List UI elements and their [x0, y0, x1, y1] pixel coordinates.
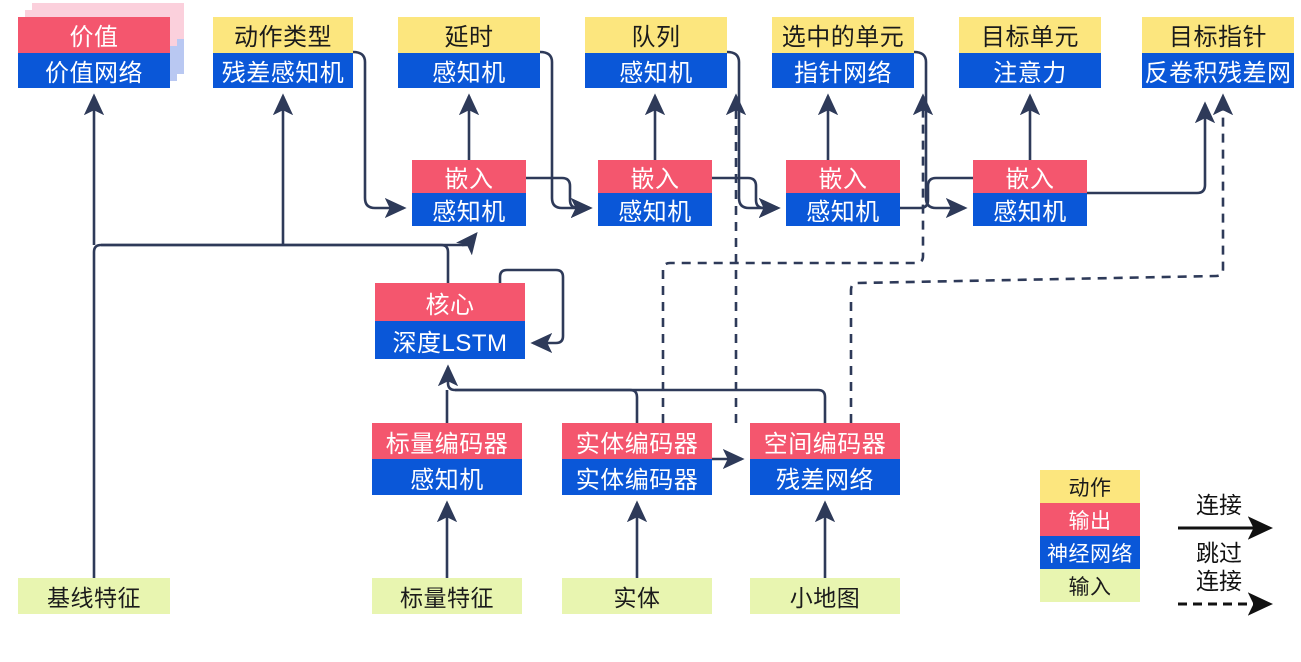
node-value-subtitle: 价值网络: [18, 52, 170, 88]
wire-core-to-topbus: [101, 243, 450, 283]
node-action_type-title: 动作类型: [213, 17, 353, 53]
node-core-subtitle: 深度LSTM: [375, 321, 525, 359]
node-embed2-title: 嵌入: [598, 160, 712, 193]
legend-swatch-input: 输入: [1040, 569, 1140, 602]
wire-embed2-to-embed3: [712, 176, 781, 219]
node-target_point-title: 目标指针: [1142, 17, 1294, 53]
node-embed3-title: 嵌入: [786, 160, 900, 193]
wire-actiontype-to-embed1: [352, 50, 407, 219]
node-action_type[interactable]: 动作类型残差感知机: [213, 17, 353, 88]
node-delay[interactable]: 延时感知机: [398, 17, 540, 88]
wire-embed4-to-targetpointer: [1087, 101, 1216, 195]
node-embed2-subtitle: 感知机: [598, 193, 712, 226]
node-selected_units-subtitle: 指针网络: [772, 52, 914, 88]
node-embed4-subtitle: 感知机: [973, 193, 1087, 226]
wire-embed4-span: [900, 176, 973, 210]
node-delay-subtitle: 感知机: [398, 52, 540, 88]
node-queued[interactable]: 队列感知机: [585, 17, 727, 88]
legend-swatch-output: 输出: [1040, 503, 1140, 536]
legend-connection-label: 连接: [1196, 492, 1242, 518]
node-embed2[interactable]: 嵌入感知机: [598, 160, 712, 226]
node-core[interactable]: 核心深度LSTM: [375, 283, 525, 359]
node-target_unit-title: 目标单元: [959, 17, 1101, 53]
node-spatial_enc[interactable]: 空间编码器残差网络: [750, 423, 900, 495]
node-queued-title: 队列: [585, 17, 727, 53]
node-selected_units-title: 选中的单元: [772, 17, 914, 53]
skip-spatialenc-to-targetpointer: [849, 93, 1234, 423]
legend-swatch-neural-network: 神经网络: [1040, 536, 1140, 569]
wire-spatialenc-to-core: [437, 364, 827, 423]
node-scalar_enc-title: 标量编码器: [372, 423, 522, 459]
node-scalar_enc[interactable]: 标量编码器感知机: [372, 423, 522, 495]
node-value-title: 价值: [18, 17, 170, 53]
wire-baselinefeat-bus: [92, 243, 470, 578]
input-node-baseline_features[interactable]: 基线特征: [18, 578, 170, 614]
node-core-title: 核心: [375, 283, 525, 321]
legend-skip-label-line1: 跳过: [1196, 540, 1242, 566]
node-queued-subtitle: 感知机: [585, 52, 727, 88]
input-node-scalar_features[interactable]: 标量特征: [372, 578, 522, 614]
wire-embed1-to-embed2: [526, 176, 593, 219]
wire-queued-to-embed3: [726, 50, 781, 219]
wire-selected-to-embed4: [913, 50, 968, 219]
node-selected_units[interactable]: 选中的单元指针网络: [772, 17, 914, 88]
node-embed4[interactable]: 嵌入感知机: [973, 160, 1087, 226]
node-embed1[interactable]: 嵌入感知机: [412, 160, 526, 226]
wire-delay-to-embed2: [539, 50, 593, 219]
node-spatial_enc-subtitle: 残差网络: [750, 459, 900, 495]
node-entity_enc-title: 实体编码器: [562, 423, 712, 459]
node-value[interactable]: 价值价值网络: [18, 3, 184, 88]
node-embed1-title: 嵌入: [412, 160, 526, 193]
node-embed3-subtitle: 感知机: [786, 193, 900, 226]
wire-entityenc-to-corebus: [455, 388, 639, 423]
node-entity_enc-subtitle: 实体编码器: [562, 459, 712, 495]
node-embed4-title: 嵌入: [973, 160, 1087, 193]
node-target_unit[interactable]: 目标单元注意力: [959, 17, 1101, 88]
legend: 动作 输出 神经网络 输入: [1040, 470, 1140, 602]
node-spatial_enc-title: 空间编码器: [750, 423, 900, 459]
legend-skip-label-line2: 连接: [1196, 568, 1242, 594]
node-embed1-subtitle: 感知机: [412, 193, 526, 226]
skip-entityenc-to-targetunit: [661, 93, 934, 423]
node-target_point[interactable]: 目标指针反卷积残差网: [1142, 17, 1294, 88]
wire-core-recurrent-loop: [498, 268, 565, 354]
node-target_point-subtitle: 反卷积残差网: [1142, 52, 1294, 88]
input-node-minimap[interactable]: 小地图: [750, 578, 900, 614]
node-scalar_enc-subtitle: 感知机: [372, 459, 522, 495]
node-target_unit-subtitle: 注意力: [959, 52, 1101, 88]
node-action_type-subtitle: 残差感知机: [213, 52, 353, 88]
legend-swatch-action: 动作: [1040, 470, 1140, 503]
input-node-entities[interactable]: 实体: [562, 578, 712, 614]
node-entity_enc[interactable]: 实体编码器实体编码器: [562, 423, 712, 495]
node-embed3[interactable]: 嵌入感知机: [786, 160, 900, 226]
node-delay-title: 延时: [398, 17, 540, 53]
